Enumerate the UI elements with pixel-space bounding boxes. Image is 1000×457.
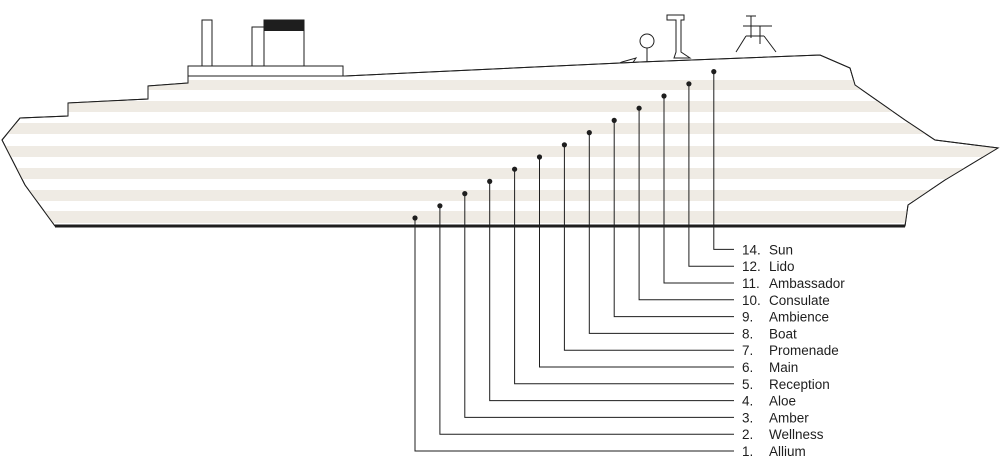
- deck-leader-line: [588, 132, 734, 334]
- deck-name: Aloe: [769, 394, 796, 409]
- deck-name: Reception: [769, 377, 830, 392]
- deck-leader-line: [439, 205, 734, 435]
- deck-name: Allium: [769, 444, 806, 457]
- deck-number: 4.: [742, 394, 753, 409]
- deck-leader-line: [638, 108, 734, 301]
- deck-number: 3.: [742, 410, 753, 425]
- deck-marker-dot: [437, 203, 443, 209]
- deck-marker-dot: [561, 142, 568, 148]
- deck-marker-dot: [536, 154, 543, 160]
- deck-leader-line: [563, 144, 734, 351]
- deck-number: 8.: [742, 326, 753, 341]
- ship-icon: [1, 14, 1000, 228]
- deck-number: 1.: [742, 444, 753, 457]
- deck-number: 14.: [742, 242, 761, 257]
- deck-leaders: 1. Allium 2. Wellness 3. Amber 4. Aloe 5. Recepti…: [412, 69, 845, 457]
- deck-marker-dot: [412, 215, 418, 221]
- deck-stripes: [2, 80, 998, 223]
- deck-marker-dot: [462, 191, 468, 197]
- deck-name: Amber: [769, 410, 809, 425]
- deck-marker-dot: [636, 105, 642, 111]
- deck-name: Main: [769, 360, 798, 375]
- deck-name: Consulate: [769, 293, 830, 308]
- deck-name: Wellness: [769, 427, 824, 442]
- deck-marker-dot: [586, 130, 592, 136]
- deck-leader-line: [489, 181, 734, 402]
- deck-leader-line: [713, 71, 734, 250]
- deck-leader-line: [613, 120, 734, 318]
- deck-number: 7.: [742, 343, 753, 358]
- deck-number: 2.: [742, 427, 753, 442]
- deck-number: 10.: [742, 293, 761, 308]
- deck-number: 6.: [742, 360, 753, 375]
- deck-leader-line: [464, 193, 734, 418]
- deck-name: Boat: [769, 326, 797, 341]
- deck-name: Sun: [769, 242, 793, 257]
- deck-marker-dot: [711, 69, 717, 75]
- deck-name: Ambassador: [769, 276, 845, 291]
- deck-marker-dot: [686, 81, 692, 87]
- deck-leader-line: [414, 218, 734, 452]
- funnel-icon: [187, 19, 344, 78]
- deck-marker-dot: [511, 166, 518, 172]
- deck-number: 5.: [742, 377, 753, 392]
- deck-marker-dot: [661, 93, 667, 99]
- deck-leader-line: [514, 169, 734, 385]
- deck-leader-line: [663, 96, 734, 284]
- deck-leader-line: [539, 157, 734, 368]
- deck-number: 9.: [742, 310, 753, 325]
- deck-name: Lido: [769, 259, 795, 274]
- deck-leader-line: [688, 83, 734, 267]
- deck-name: Ambience: [769, 310, 829, 325]
- deck-marker-dot: [487, 178, 493, 184]
- deck-number: 12.: [742, 259, 761, 274]
- deck-marker-dot: [611, 117, 617, 123]
- deck-name: Promenade: [769, 343, 839, 358]
- deck-number: 11.: [742, 276, 760, 291]
